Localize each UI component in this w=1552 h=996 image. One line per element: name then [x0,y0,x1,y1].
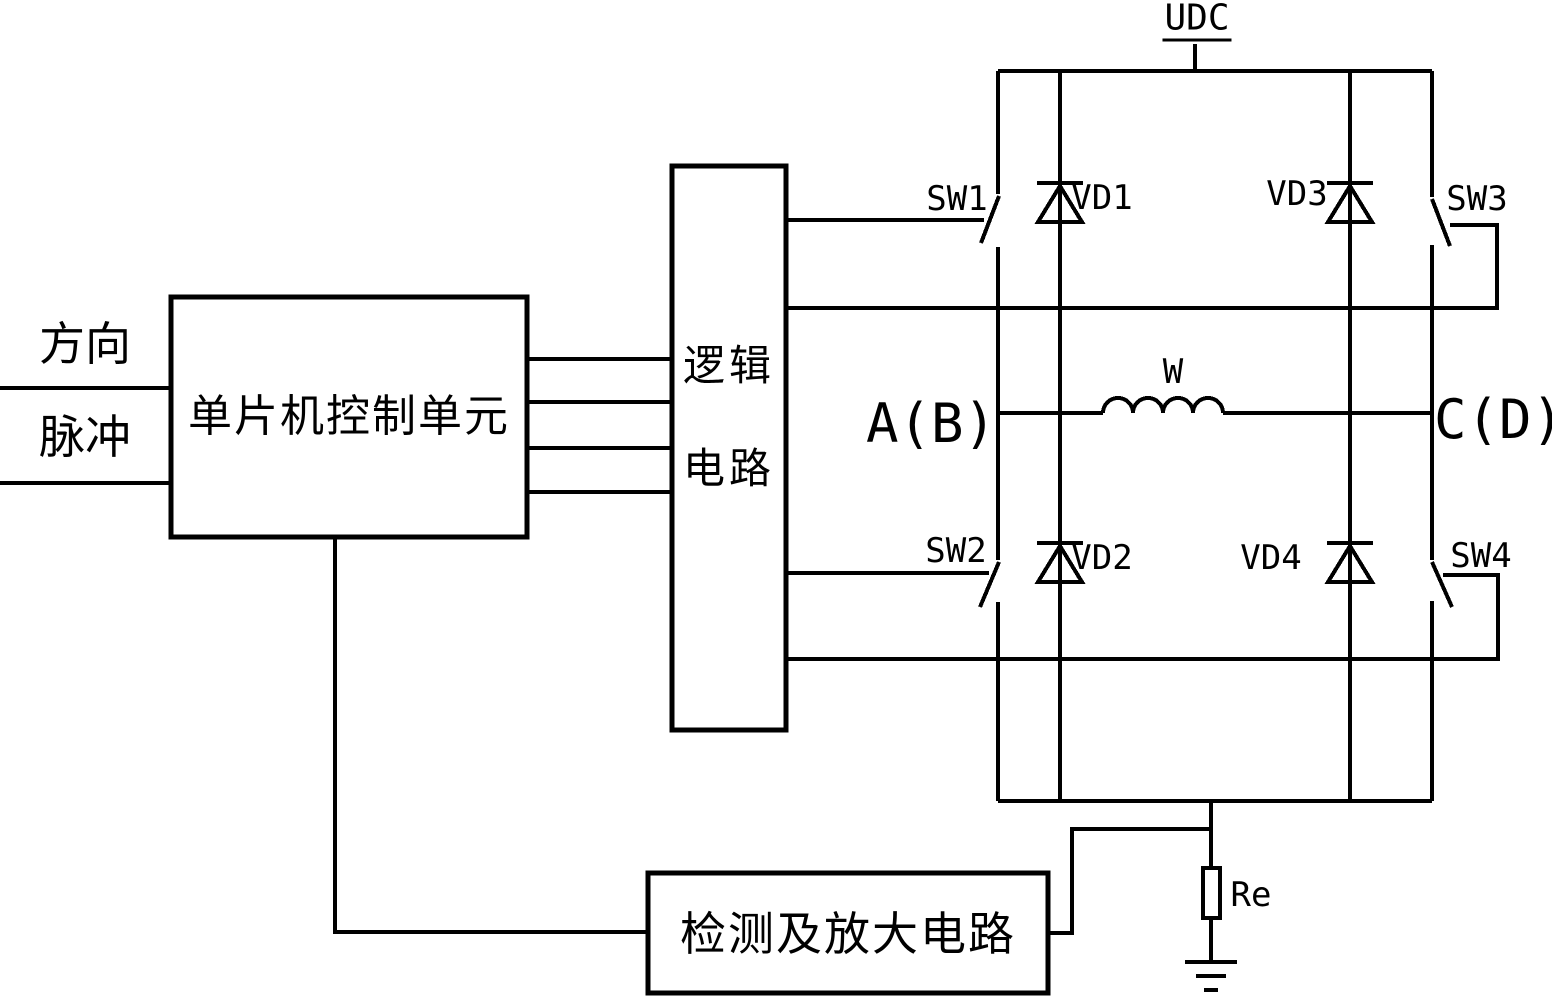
vd1-label: VD1 [1071,178,1133,218]
sense-resistor-branch [1185,801,1237,992]
detect-box [645,870,1051,996]
sw4-switch-icon [1430,561,1454,608]
logic-box-label-line1: 逻辑 [682,341,776,390]
sw1-switch-icon [979,195,1001,244]
bridge-right-leg [1430,71,1454,801]
winding-wire [998,396,1432,415]
bridge-rails [998,44,1432,803]
winding-label: W [1162,352,1184,392]
sw4-label: SW4 [1450,536,1512,576]
udc-supply-label: UDC [1162,0,1232,42]
sw2-switch-icon [978,561,1001,608]
node-ab-label: A(B) [865,392,997,455]
inductor-icon [1101,396,1225,414]
diode-vd3-icon [1324,181,1376,224]
sw1-label: SW1 [926,179,988,219]
re-resistor-label: Re [1230,875,1272,915]
sw2-label: SW2 [925,531,987,571]
sw3-label: SW3 [1446,179,1508,219]
diode-vd4-icon [1324,541,1376,584]
mcu-to-logic-bus [527,357,672,494]
logic-box-label-line2: 电路 [682,444,776,493]
mcu-box-label: 单片机控制单元 [188,391,510,442]
detect-box-label: 检测及放大电路 [680,907,1016,961]
node-cd-label: C(D) [1433,388,1552,451]
diode-vd2-icon [1034,541,1086,584]
resistor-icon [1201,866,1222,920]
logic-control-lines [786,218,1500,661]
feedback-wires [333,537,1211,935]
pulse-input-label: 脉冲 [39,410,131,464]
mcu-box [168,294,530,540]
vd2-label: VD2 [1071,538,1133,578]
vd3-label: VD3 [1266,174,1328,214]
diode-columns [1058,71,1352,801]
input-wires [0,386,171,485]
diode-vd1-icon [1034,181,1086,224]
ground-icon [1185,960,1237,992]
direction-input-label: 方向 [39,317,131,371]
logic-box [669,163,789,733]
bridge-left-leg [978,71,1001,801]
vd4-label: VD4 [1240,538,1302,578]
sw3-switch-icon [1430,198,1452,247]
